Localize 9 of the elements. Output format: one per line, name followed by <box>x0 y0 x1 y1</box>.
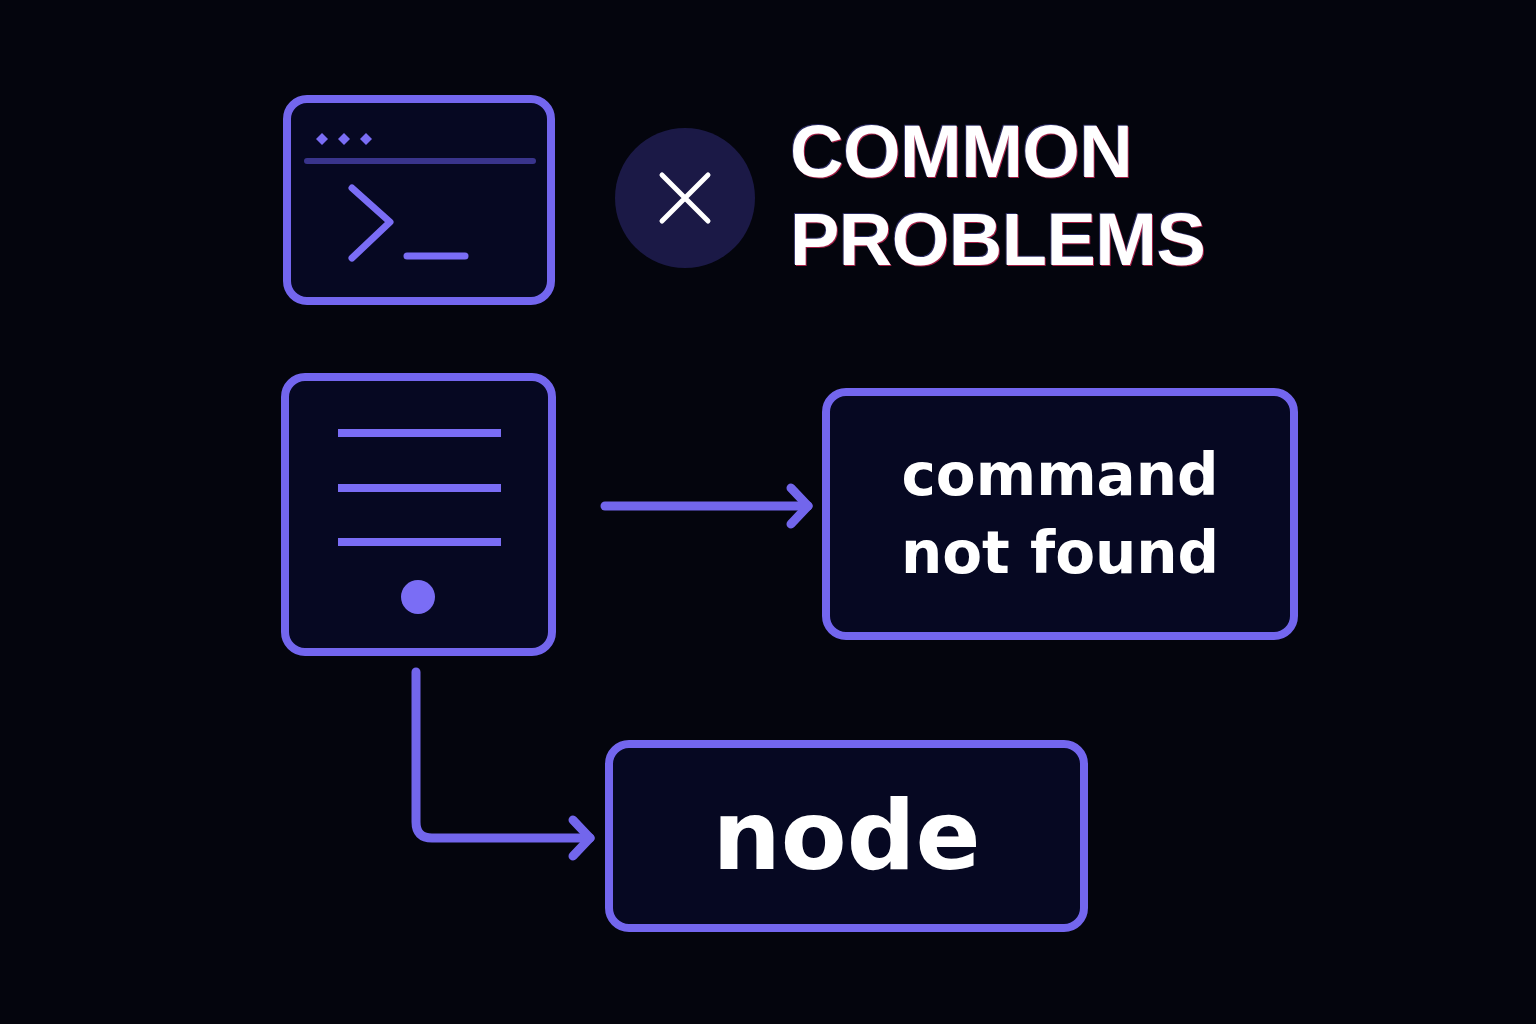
error-message: command not found <box>899 440 1221 589</box>
arrow <box>411 667 595 861</box>
title: COMMON PROBLEMS <box>790 109 1207 283</box>
arrow <box>600 483 813 529</box>
document-icon <box>281 373 556 656</box>
process-box <box>822 388 1298 640</box>
command-name: node <box>712 781 981 891</box>
terminal-window-icon <box>283 95 555 305</box>
process-box <box>605 740 1088 932</box>
